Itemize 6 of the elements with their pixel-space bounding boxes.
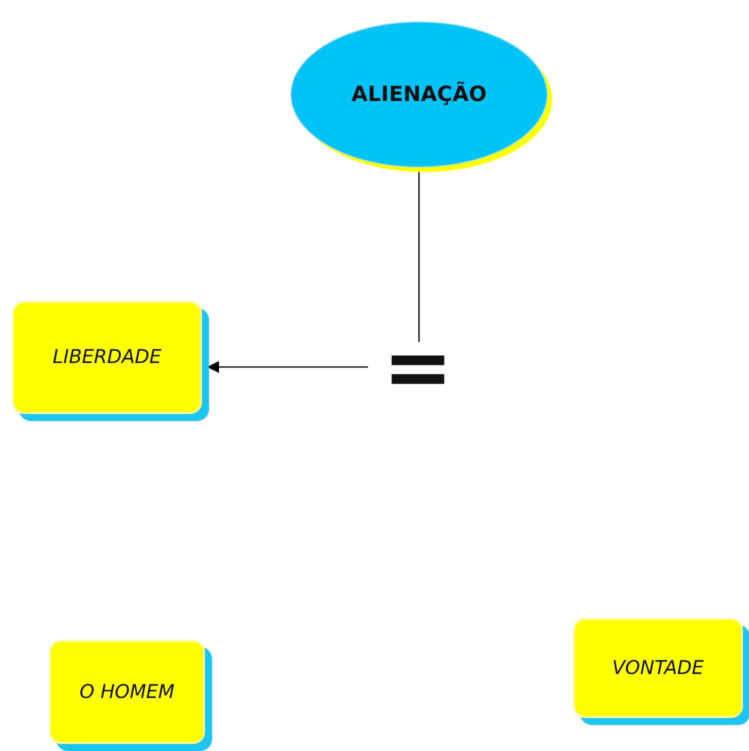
node-label: O HOMEM	[79, 682, 175, 702]
node-label: LIBERDADE	[52, 348, 162, 367]
node-label: ALIENAÇÃO	[351, 84, 487, 105]
node-label: VONTADE	[612, 658, 704, 678]
connector-line	[418, 172, 420, 342]
equals-sign: =	[382, 325, 454, 409]
